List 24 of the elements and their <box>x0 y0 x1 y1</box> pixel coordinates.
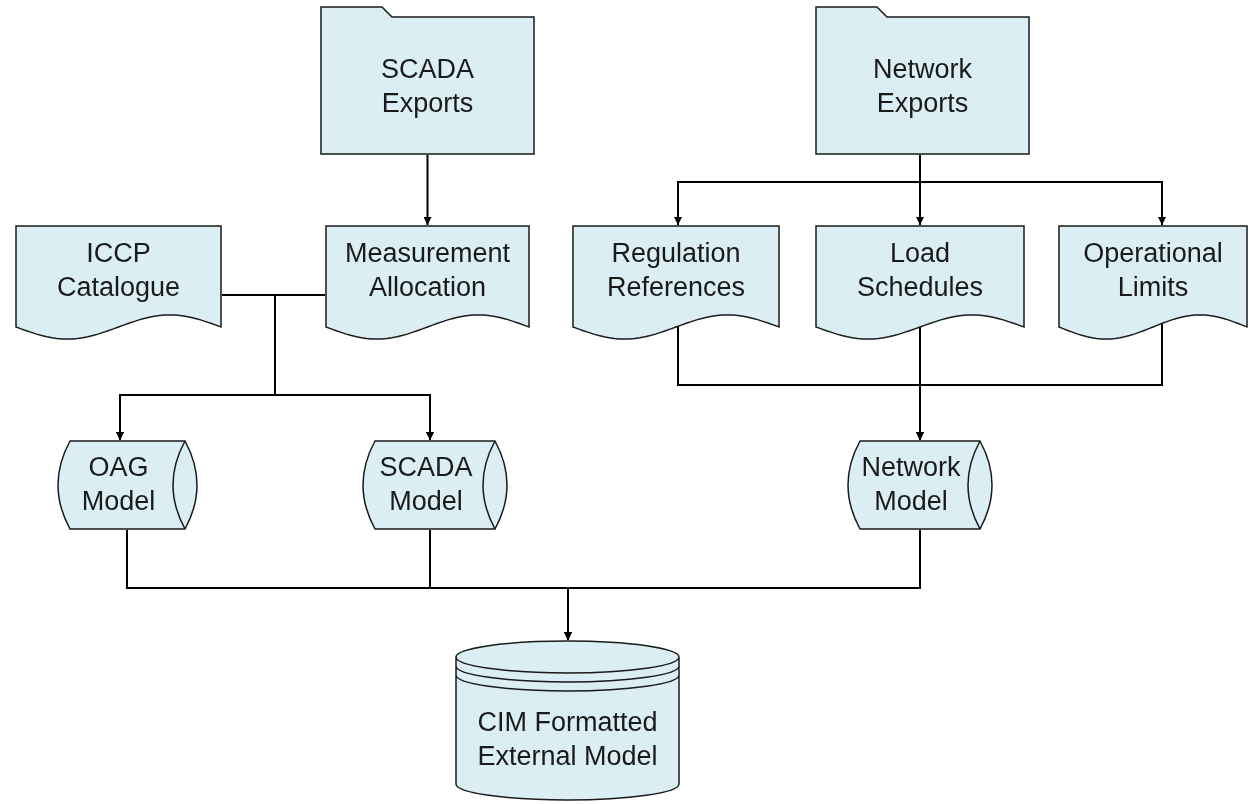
node-label: Load Schedules <box>855 237 985 304</box>
connector-arrow <box>564 529 921 641</box>
folder-shape <box>320 5 535 155</box>
node-label: SCADA Model <box>378 451 474 518</box>
document-shape <box>1058 225 1248 343</box>
node-label: Network Exports <box>872 53 973 120</box>
connector-arrow <box>919 154 1166 226</box>
node-label: Operational Limits <box>1082 237 1224 304</box>
node-label: Network Model <box>860 451 962 518</box>
node-label: ICCP Catalogue <box>55 237 182 304</box>
connector-arrow <box>916 322 1163 441</box>
document-shape <box>325 225 530 343</box>
document-shape <box>15 225 222 343</box>
node-label: CIM Formatted External Model <box>476 706 659 773</box>
node-label: OAG Model <box>80 451 157 518</box>
document-shape <box>572 225 780 343</box>
database-cylinder <box>455 640 680 800</box>
connector-arrow <box>274 294 434 441</box>
document-shape <box>815 225 1025 343</box>
node-label: Measurement Allocation <box>343 237 512 304</box>
connector-arrow <box>423 154 432 226</box>
node-label: SCADA Exports <box>380 53 475 120</box>
folder-shape <box>815 5 1030 155</box>
node-label: Regulation References <box>605 237 747 304</box>
